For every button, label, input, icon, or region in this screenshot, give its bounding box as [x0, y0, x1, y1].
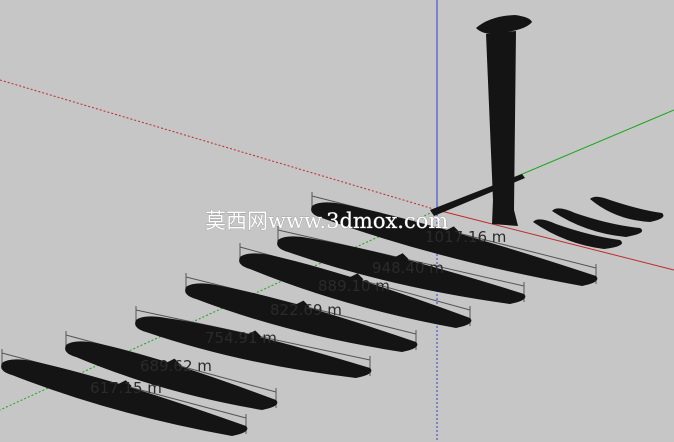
dimension-label-7: 617.15 m [90, 379, 162, 397]
mast-top-plate [476, 15, 532, 34]
wing-mount-3 [325, 273, 364, 296]
front-wing-1 [311, 202, 598, 286]
watermark-text: 莫西网www.3dmox.com [205, 209, 448, 233]
dimension-label-6: 689.62 m [140, 357, 212, 375]
wing-mount-6 [142, 358, 181, 381]
red-axis-back [0, 79, 438, 211]
fuselage [430, 174, 525, 216]
front-wing-3 [239, 253, 472, 328]
front-wing-7 [1, 359, 248, 436]
wing-mount-7 [93, 380, 132, 403]
wing-mount-2 [370, 253, 409, 276]
dimension-label-3: 889.10 m [318, 277, 390, 295]
stabilizer-wings [533, 196, 664, 249]
dimension-label-5: 754.91 m [205, 329, 277, 347]
wing-mount-4 [271, 300, 310, 323]
dimension-labels: 1017.16 m 948.40 m 889.10 m 822.69 m 754… [90, 228, 506, 397]
wing-mount-1 [421, 226, 460, 249]
front-wing-6 [65, 341, 278, 410]
front-wing-2 [277, 236, 526, 304]
stab-wing-1 [590, 196, 664, 222]
front-wings [1, 202, 598, 436]
foil-mast [430, 15, 532, 226]
dimension-label-2: 948.40 m [372, 259, 444, 277]
dimension-label-4: 822.69 m [270, 301, 342, 319]
mast-body [486, 31, 518, 226]
front-wing-4 [185, 283, 418, 352]
wing-mount-5 [223, 330, 262, 353]
stab-wing-2 [552, 208, 643, 237]
dimension-label-1: 1017.16 m [425, 228, 506, 246]
red-axis [436, 209, 674, 271]
front-wing-5 [135, 316, 372, 378]
stab-wing-3 [533, 219, 622, 249]
